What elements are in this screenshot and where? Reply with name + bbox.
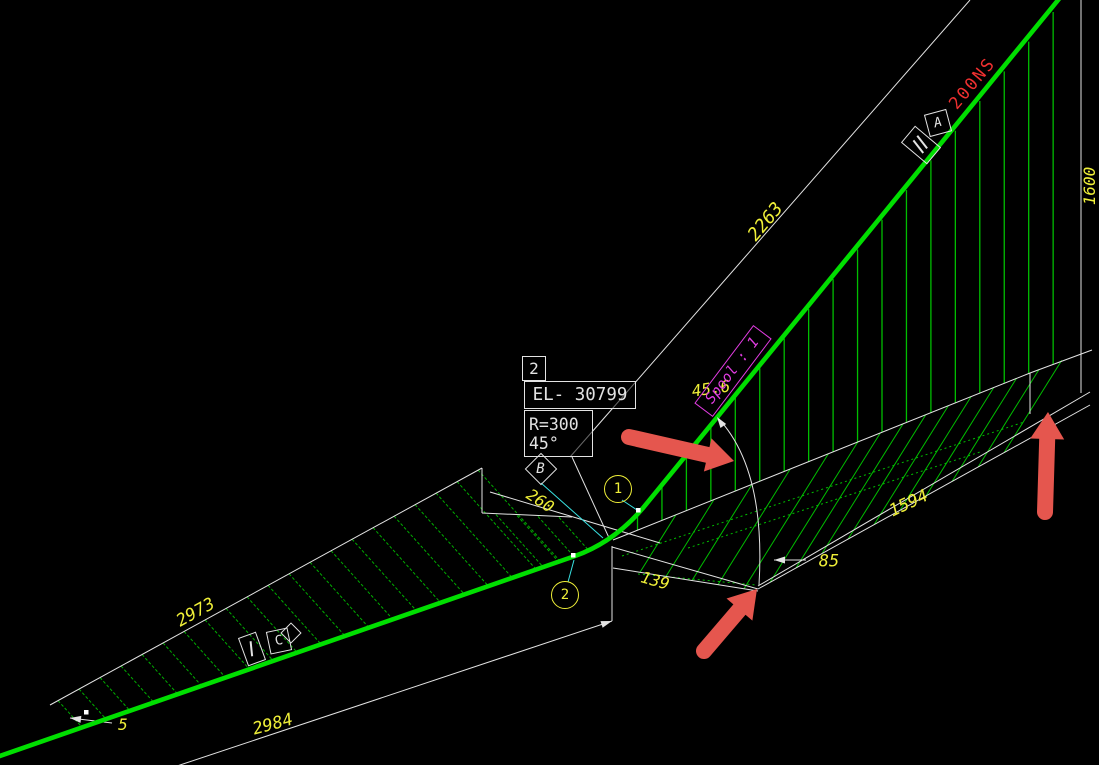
flange-tag-letter: B [536,461,546,477]
elevation-box: EL- 30799 [524,381,636,409]
node-2-number: 2 [560,587,570,603]
elevation-value: EL- 30799 [532,385,628,405]
flag-a-letter: A [932,114,944,132]
node-balloon-2: 2 [551,581,579,609]
dimension-5: 5 [118,715,128,734]
weld-bar-icon [249,641,253,657]
dimension-1600: 1600 [1080,166,1099,206]
point-number-box: 2 [522,356,546,381]
bend-data-box: R=300 45° [524,410,593,457]
node-balloon-1: 1 [604,475,632,503]
point-number: 2 [529,359,539,378]
bend-radius: R=300 [529,414,579,434]
bend-angle: 45° [529,433,559,453]
node-1-number: 1 [613,481,623,497]
dimension-85: 85 [818,551,840,572]
